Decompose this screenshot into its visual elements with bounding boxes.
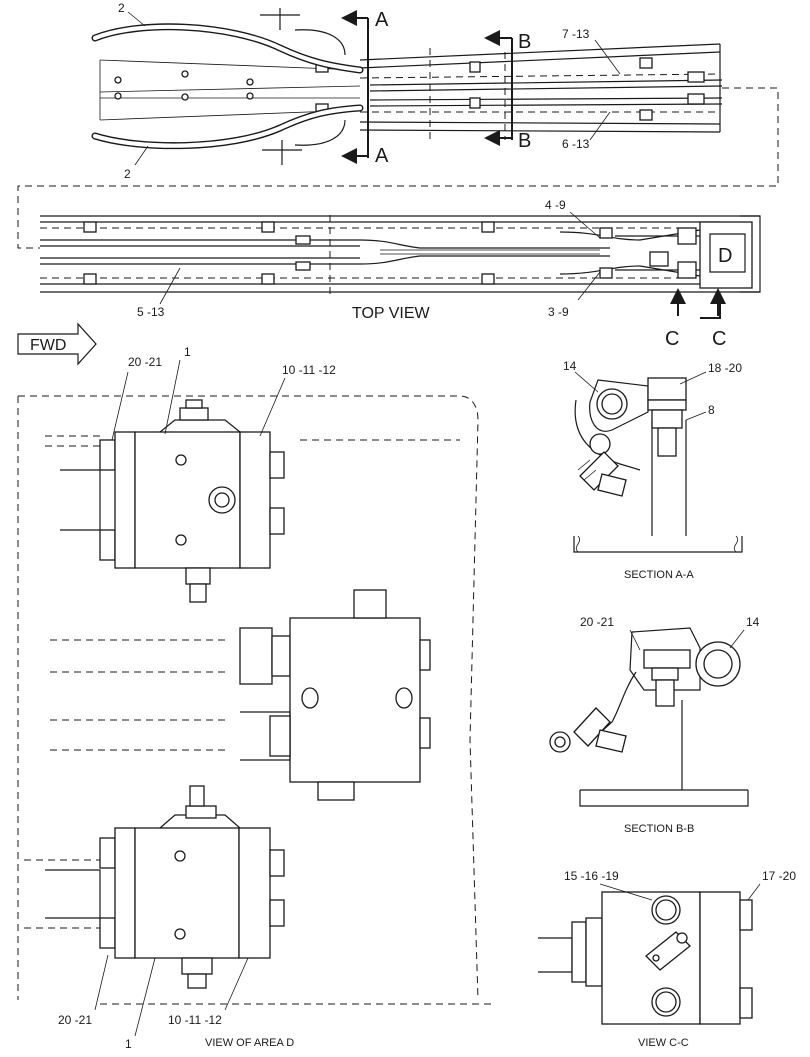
callout-2-top: 2 [118,1,125,15]
callout-18-20: 18 -20 [708,361,742,375]
callout-15-16-19: 15 -16 -19 [564,869,619,883]
upper-hose-assembly [91,8,364,165]
upper-callouts: 2 2 7 -13 6 -13 [118,1,621,181]
callout-6-13: 6 -13 [562,137,590,151]
section-a-a-caption: SECTION A-A [624,569,694,581]
callout-5-13: 5 -13 [137,305,165,319]
cut-label-c-left: C [665,328,679,350]
cut-label-c-right: C [712,328,726,350]
callout-10-11-12-bottom: 10 -11 -12 [168,1013,222,1027]
section-cut-a: A A [341,9,389,167]
lower-callouts: 4 -9 3 -9 5 -13 TOP VIEW [137,198,601,322]
top-view-label: TOP VIEW [352,305,431,322]
callout-1-top: 1 [184,345,191,359]
view-of-area-d-caption: VIEW OF AREA D [205,1037,294,1049]
continuation-link [17,87,779,249]
cut-label-b-bottom: B [518,130,531,152]
section-cut-c: C C [665,288,726,350]
section-b-b: 20 -21 14 SECTION B-B [549,615,760,835]
cut-label-b-top: B [518,31,531,53]
callout-1-bottom: 1 [125,1037,132,1051]
fwd-label: FWD [30,337,66,354]
callout-2-bottom: 2 [124,167,131,181]
callout-10-11-12-top: 10 -11 -12 [282,363,336,377]
cut-label-a-bottom: A [375,145,389,167]
section-a-a: 14 18 -20 8 SECTION A-A [563,359,743,581]
top-view-lower-frame: D [40,215,761,295]
callout-8: 8 [708,403,715,417]
view-of-area-d: 1 20 -21 10 -11 -12 20 -21 1 10 -11 -12 … [17,345,496,1051]
cut-label-a-top: A [375,9,389,31]
callout-14-a: 14 [563,359,577,373]
callout-20-21-top: 20 -21 [128,355,162,369]
view-c-c: 15 -16 -19 17 -20 VIEW C-C [538,869,796,1049]
top-view-upper-frame [99,43,723,140]
section-b-b-caption: SECTION B-B [624,823,694,835]
callout-3-9: 3 -9 [548,305,569,319]
view-c-c-caption: VIEW C-C [638,1037,689,1049]
section-cut-b: B B [484,30,531,152]
callout-7-13: 7 -13 [562,27,590,41]
callout-14-b: 14 [746,615,760,629]
callout-20-21-bottom: 20 -21 [58,1013,92,1027]
callout-17-20: 17 -20 [762,869,796,883]
callout-4-9: 4 -9 [545,198,566,212]
area-d-label: D [718,245,732,267]
callout-20-21-b: 20 -21 [580,615,614,629]
fwd-arrow: FWD [17,322,97,366]
